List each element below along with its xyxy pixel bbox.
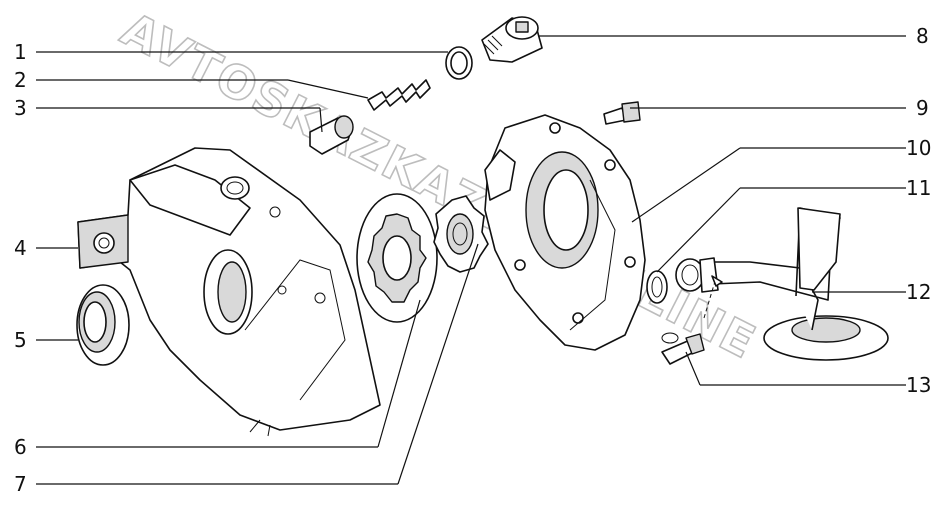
callout-2: 2	[14, 68, 27, 92]
callout-5: 5	[14, 328, 27, 352]
callout-6: 6	[14, 435, 27, 459]
callout-11: 11	[906, 176, 931, 200]
callout-9: 9	[916, 96, 929, 120]
valve-plunger-part	[309, 115, 354, 155]
callout-13: 13	[906, 373, 931, 397]
leader-lines	[36, 35, 906, 485]
gasket-ring-part	[646, 270, 668, 304]
spring-part	[367, 79, 431, 111]
callout-labels: 1 2 3 4 5 6 7 8 9 10 11 12 13	[14, 24, 931, 496]
callout-12: 12	[906, 280, 931, 304]
pump-housing-part	[77, 147, 381, 437]
outer-rotor-part	[356, 193, 438, 323]
pump-body-part	[484, 114, 646, 351]
callout-1: 1	[14, 40, 27, 64]
oil-seal-part	[76, 284, 130, 366]
oil-pickup-part	[675, 207, 889, 361]
callout-8: 8	[916, 24, 929, 48]
callout-10: 10	[906, 136, 931, 160]
o-ring-part	[445, 46, 473, 80]
callout-4: 4	[14, 236, 27, 260]
plug-bolt-part	[481, 16, 543, 63]
screw-part	[603, 101, 641, 125]
pickup-bolt-part	[661, 275, 723, 365]
callout-3: 3	[14, 96, 27, 120]
callout-7: 7	[14, 472, 27, 496]
